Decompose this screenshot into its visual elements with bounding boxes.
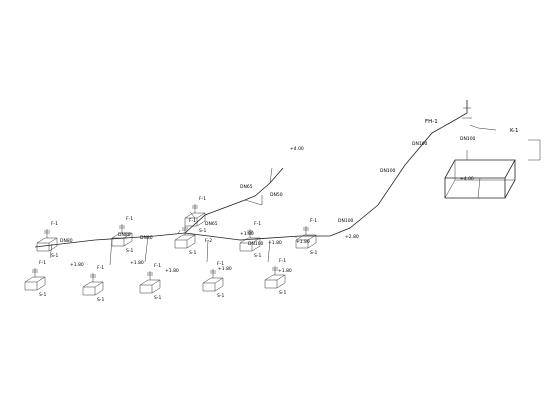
unit-code: F-1 (199, 196, 206, 202)
pipe-size-note: DN50 (270, 192, 283, 198)
unit-label: S-1 (97, 297, 104, 303)
equipment-unit: F-1S-1 (24, 260, 46, 298)
unit-label: S-1 (51, 253, 58, 259)
unit-code: F-1 (189, 218, 196, 224)
unit-label: S-1 (154, 295, 161, 301)
equipment-unit: F-1S-1 (36, 221, 58, 259)
tank-group: K-1 FH-1 F-2 (205, 119, 541, 244)
unit-code: F-1 (51, 221, 58, 227)
unit-label: S-1 (39, 292, 46, 298)
elevation-note: +1.80 (130, 260, 144, 266)
elevation-note: +4.00 (290, 146, 304, 152)
unit-code: F-1 (254, 221, 261, 227)
pipe-network (34, 100, 472, 266)
equipment-unit: F-1S-1 (295, 218, 317, 256)
equipment-unit: F-1S-1 (174, 218, 196, 256)
unit-code: F-1 (279, 258, 286, 264)
equipment-unit: F-1S-1 (111, 216, 133, 254)
unit-label: S-1 (310, 250, 317, 256)
pipe-size-note: DN100 (460, 136, 476, 142)
pipe-annotations: DN80DN80DN80DN65DN65DN50DN100DN100DN100D… (60, 136, 476, 274)
equipment-units: F-1S-1F-1S-1F-1S-1F-1S-1F-1S-1F-1S-1F-1S… (24, 196, 317, 303)
pipe-size-note: DN80 (60, 238, 73, 244)
unit-code: F-1 (310, 218, 317, 224)
elevation-note: +1.80 (278, 268, 292, 274)
unit-code: F-1 (39, 260, 46, 266)
unit-code: F-1 (154, 263, 161, 269)
equipment-unit: F-1S-1 (202, 261, 224, 299)
pipe-size-note: DN65 (240, 184, 253, 190)
unit-label: S-1 (189, 250, 196, 256)
pipe-size-note: DN80 (140, 235, 153, 241)
unit-label: S-1 (254, 253, 261, 259)
unit-label: S-1 (279, 290, 286, 296)
elevation-note: +1.80 (240, 231, 254, 237)
tank-code: K-1 (510, 128, 519, 134)
equipment-unit: F-1S-1 (239, 221, 261, 259)
riser-tag: FH-1 (425, 119, 438, 125)
pipe-size-note: DN100 (380, 168, 396, 174)
elevation-note: +1.80 (165, 268, 179, 274)
elevation-note: +1.80 (296, 239, 310, 245)
pipe-size-note: DN65 (205, 221, 218, 227)
unit-label: S-1 (126, 248, 133, 254)
pipe-size-note: DN100 (248, 241, 264, 247)
elevation-note: +1.80 (218, 266, 232, 272)
elevation-note: +1.80 (268, 240, 282, 246)
pipe-size-note: DN100 (338, 218, 354, 224)
equipment-unit: F-1S-1 (82, 265, 104, 303)
unit-label: S-1 (199, 228, 206, 234)
equipment-unit: F-1S-1 (184, 196, 206, 234)
equipment-unit: F-1S-1 (139, 263, 161, 301)
unit-code: F-1 (217, 261, 224, 267)
pipe-size-note: DN80 (118, 232, 131, 238)
pipe-size-note: DN100 (412, 141, 428, 147)
elevation-note: +4.00 (460, 176, 474, 182)
equipment-unit: F-1S-1 (264, 258, 286, 296)
unit-label: S-1 (217, 293, 224, 299)
elevation-note: +1.80 (70, 262, 84, 268)
elevation-note: +2.80 (345, 234, 359, 240)
unit-code: F-1 (126, 216, 133, 222)
valve-tag: F-2 (205, 238, 212, 244)
unit-code: F-1 (97, 265, 104, 271)
